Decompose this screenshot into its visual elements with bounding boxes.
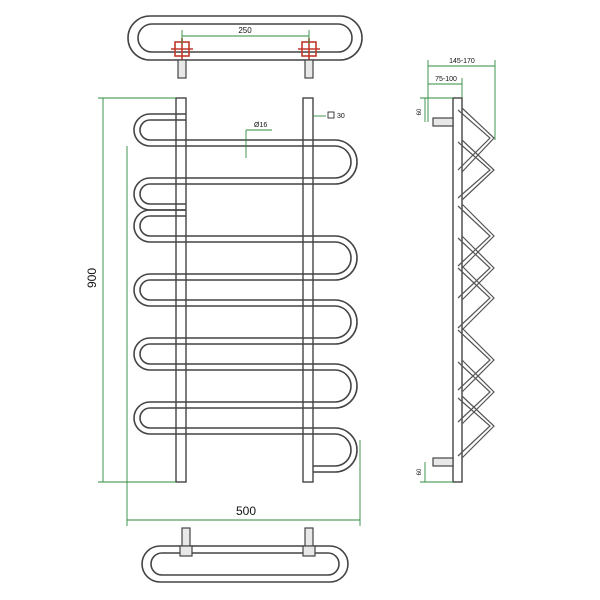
left-post: [175, 97, 187, 483]
top-offset-label: 60: [417, 108, 423, 115]
side-view: 145-170 75-100 60 60: [417, 58, 496, 483]
right-post: [302, 97, 314, 483]
bottom-left-connector: [181, 527, 191, 547]
top-view-loop-outer: [127, 15, 363, 61]
width-label: 500: [236, 504, 256, 518]
bottom-view: [141, 527, 349, 583]
right-valve-body: [304, 59, 314, 79]
pipe-diameter-label: Ø16: [254, 122, 267, 129]
top-bracket: [432, 117, 454, 127]
top-view: 250: [127, 15, 363, 79]
depth-inner-label: 75-100: [435, 76, 457, 83]
bottom-offset-label: 60: [417, 468, 423, 475]
pipe-spacing-label: 250: [238, 26, 252, 35]
bottom-bracket: [432, 457, 454, 467]
left-valve-body: [177, 59, 187, 79]
bottom-right-connector: [304, 527, 314, 547]
rail-bends: [133, 113, 358, 473]
side-rails: [457, 107, 495, 459]
top-view-loop-inner: [137, 23, 353, 53]
depth-outer-label: 145-170: [449, 58, 475, 65]
front-view: Ø16 30 900 500: [85, 97, 361, 526]
side-post: [452, 97, 463, 483]
height-label: 900: [85, 268, 99, 288]
post-section-label: 30: [337, 113, 345, 120]
square-section-icon: [327, 111, 335, 119]
